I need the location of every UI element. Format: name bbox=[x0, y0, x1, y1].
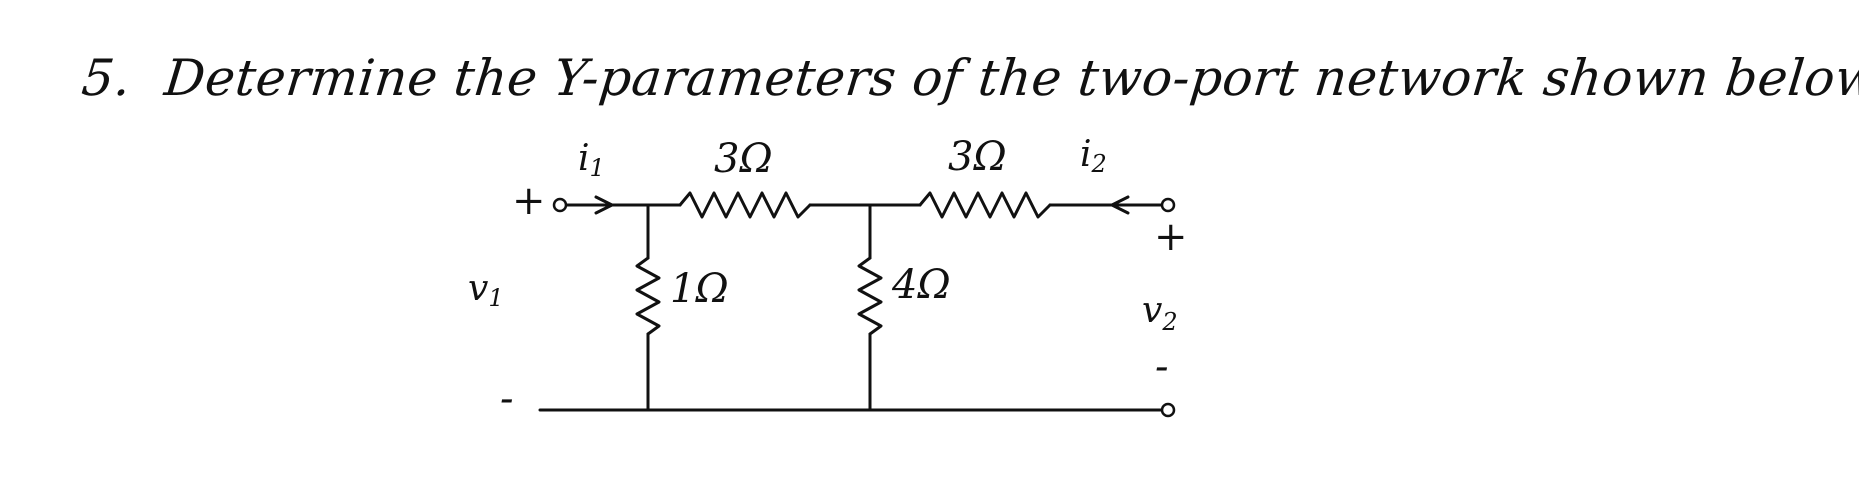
shunt-resistor-right-label: 4Ω bbox=[891, 262, 951, 308]
port2-voltage-label: v2 bbox=[1142, 290, 1178, 336]
port1-terminal-top bbox=[552, 197, 568, 213]
port2-terminal-top bbox=[1160, 197, 1176, 213]
port1-current-arrow bbox=[570, 195, 614, 215]
series-resistor-left-label: 3Ω bbox=[714, 136, 773, 182]
shunt-resistor-left bbox=[635, 256, 661, 336]
port1-current-label: i1 bbox=[578, 138, 605, 182]
port1-minus-sign: - bbox=[500, 376, 514, 422]
shunt-resistor-left-label: 1Ω bbox=[670, 266, 729, 312]
port2-plus-sign: + bbox=[1154, 214, 1188, 260]
series-resistor-right-label: 3Ω bbox=[948, 134, 1007, 180]
port2-terminal-bottom bbox=[1160, 402, 1176, 418]
port2-minus-sign: - bbox=[1155, 344, 1169, 390]
port2-current-label: i2 bbox=[1080, 134, 1107, 178]
port1-voltage-label: v1 bbox=[468, 268, 504, 312]
shunt-resistor-right bbox=[857, 256, 883, 336]
series-resistor-left bbox=[678, 191, 812, 219]
port2-current-arrow bbox=[1110, 195, 1157, 215]
port1-plus-sign: + bbox=[512, 178, 546, 224]
series-resistor-right bbox=[918, 191, 1052, 219]
